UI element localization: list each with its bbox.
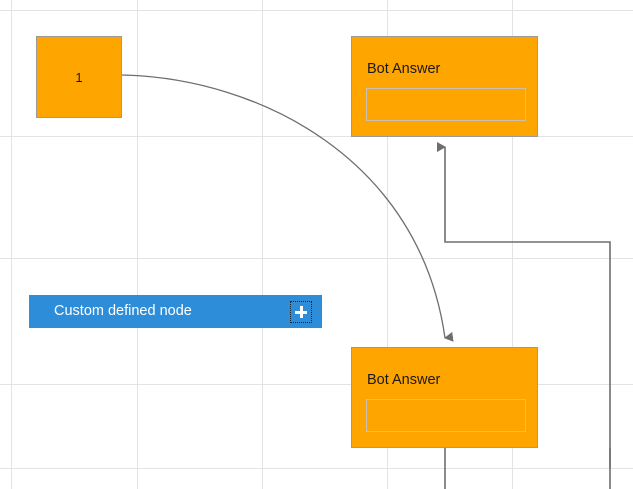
- custom-defined-node-bar[interactable]: Custom defined node: [29, 295, 322, 328]
- flow-node-bot-answer-bottom[interactable]: Bot Answer: [351, 347, 538, 448]
- node-answer-slot[interactable]: [366, 88, 526, 121]
- node-index-label: 1: [75, 69, 83, 85]
- flow-node-1[interactable]: 1: [36, 36, 122, 118]
- node-answer-slot[interactable]: [366, 399, 526, 432]
- plus-icon[interactable]: [290, 300, 312, 323]
- custom-defined-node-label: Custom defined node: [54, 303, 192, 320]
- node-title-label: Bot Answer: [367, 61, 441, 77]
- node-title-label: Bot Answer: [367, 372, 441, 388]
- flow-node-bot-answer-top[interactable]: Bot Answer: [351, 36, 538, 137]
